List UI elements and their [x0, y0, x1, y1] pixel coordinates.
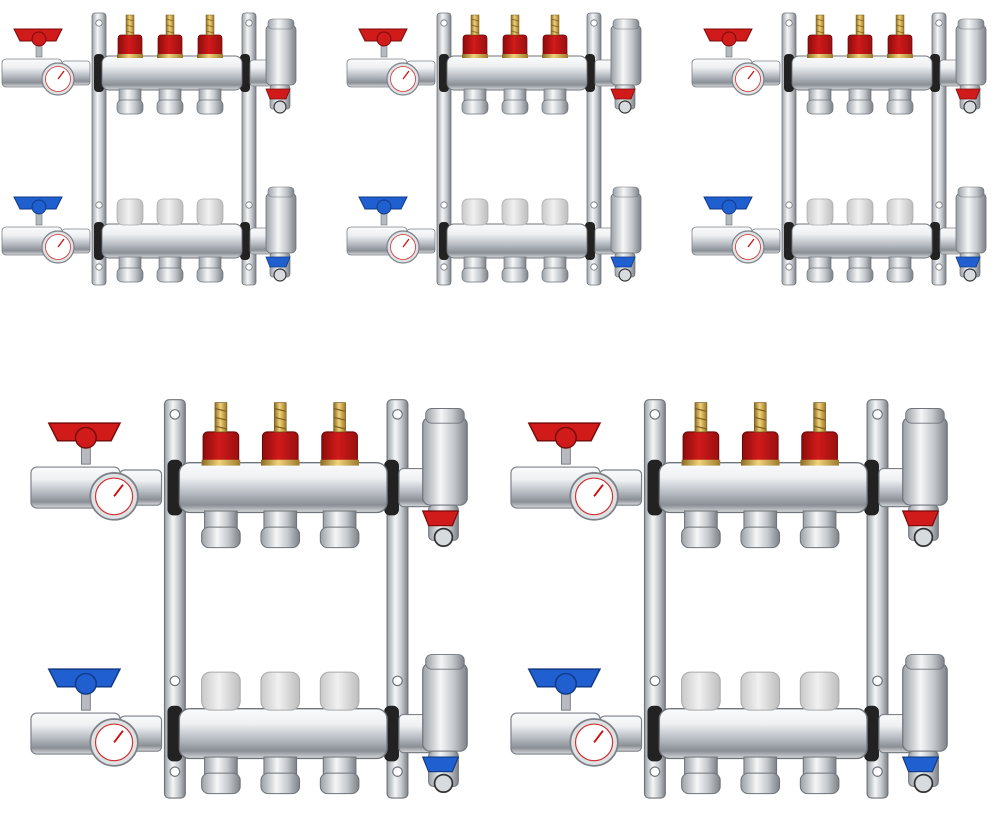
supply-manifold-bar	[30, 402, 468, 549]
return-manifold-bar	[346, 186, 642, 283]
manifold-assembly	[691, 12, 987, 286]
return-manifold-bar	[510, 654, 948, 795]
manifold-unit-1	[0, 5, 310, 300]
supply-manifold-bar	[510, 402, 948, 549]
manifold-unit-2	[345, 5, 655, 300]
return-manifold-bar	[691, 186, 987, 283]
manifold-unit-4	[28, 388, 488, 820]
manifold-drawing	[691, 12, 987, 286]
supply-manifold-bar	[691, 14, 987, 115]
supply-manifold-bar	[346, 14, 642, 115]
manifold-assembly	[1, 12, 297, 286]
manifold-drawing	[1, 12, 297, 286]
manifold-unit-5	[508, 388, 968, 820]
manifold-assembly	[346, 12, 642, 286]
manifold-unit-3	[690, 5, 1000, 300]
manifold-drawing	[346, 12, 642, 286]
supply-manifold-bar	[1, 14, 297, 115]
return-manifold-bar	[30, 654, 468, 795]
manifold-assembly	[30, 399, 468, 799]
manifold-drawing	[510, 399, 948, 799]
return-manifold-bar	[1, 186, 297, 283]
manifold-drawing	[30, 399, 468, 799]
manifold-assembly	[510, 399, 948, 799]
